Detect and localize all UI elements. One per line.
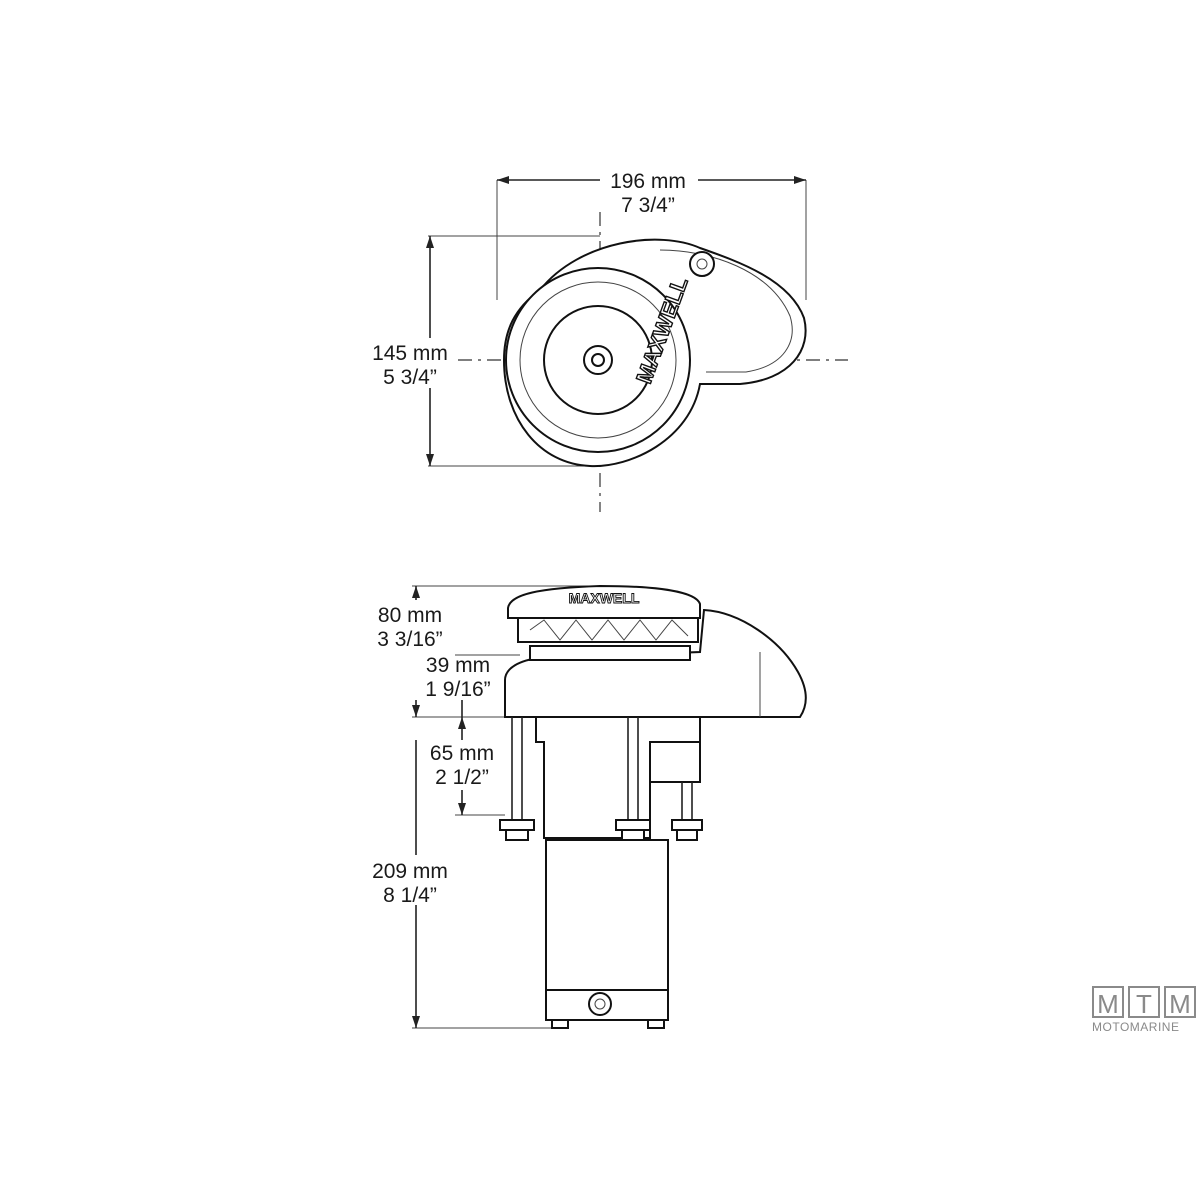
washer-middle	[621, 829, 645, 841]
side-view: 80 mm 3 3/16” 39 mm 1 9/16” 65 mm 2 1/2”…	[372, 584, 807, 1029]
logo-letters: M T M	[1092, 986, 1196, 1019]
height-80-in-label: 3 3/16”	[377, 628, 442, 651]
depth-arrow-bottom	[426, 454, 434, 466]
nut-right	[671, 819, 703, 831]
drum-cover-rim	[519, 281, 677, 439]
drum-bolt-centre	[591, 353, 605, 367]
top-cover	[507, 584, 701, 619]
gearbox	[535, 716, 701, 839]
width-mm-label: 196 mm	[610, 170, 686, 193]
width-in-label: 7 3/4”	[621, 194, 675, 217]
dim-209-arrow-bottom	[412, 1016, 420, 1028]
dim-65-arrow-bottom	[458, 803, 466, 815]
washer-left	[505, 829, 529, 841]
nut-left	[499, 819, 535, 831]
logo-word: MOTOMARINE	[1092, 1020, 1180, 1034]
logo-letter-1: M	[1092, 986, 1124, 1019]
logo-letter-3: M	[1164, 986, 1196, 1019]
motor-foot-left	[551, 1019, 569, 1029]
dim-80-arrow-bottom	[412, 705, 420, 717]
deck-housing	[504, 608, 807, 718]
dim-80-arrow-top	[412, 586, 420, 598]
gypsy-39-mm-label: 39 mm	[426, 654, 490, 677]
washer-right	[676, 829, 698, 841]
depth-arrow-top	[426, 236, 434, 248]
width-arrow-right	[794, 176, 806, 184]
depth-in-label: 5 3/4”	[383, 366, 437, 389]
brand-mark-side: MAXWELL	[569, 590, 640, 606]
gypsy-39-in-label: 1 9/16”	[425, 678, 490, 701]
below-209-mm-label: 209 mm	[372, 860, 448, 883]
nut-middle	[615, 819, 651, 831]
dim-65-arrow-top	[458, 717, 466, 729]
cover-screw	[689, 251, 715, 277]
motomarine-logo: M T M MOTOMARINE	[1092, 986, 1196, 1046]
depth-mm-label: 145 mm	[372, 342, 448, 365]
motor-terminal	[588, 992, 612, 1016]
gypsy-upper	[517, 617, 699, 643]
below-65-mm-label: 65 mm	[430, 742, 494, 765]
below-209-in-label: 8 1/4”	[383, 884, 437, 907]
motor-body	[545, 839, 669, 991]
gypsy-teeth	[529, 619, 689, 641]
width-arrow-left	[497, 176, 509, 184]
logo-letter-2: T	[1128, 986, 1160, 1019]
below-65-in-label: 2 1/2”	[435, 766, 489, 789]
motor-terminal-inner	[594, 998, 606, 1010]
cover-screw-inner	[696, 258, 708, 270]
height-80-mm-label: 80 mm	[378, 604, 442, 627]
gypsy-lower	[529, 645, 691, 661]
motor-foot-right	[647, 1019, 665, 1029]
top-view: 196 mm 7 3/4” 145 mm 5 3/4” MAXWELL	[372, 170, 848, 512]
gearbox-side	[649, 741, 701, 783]
